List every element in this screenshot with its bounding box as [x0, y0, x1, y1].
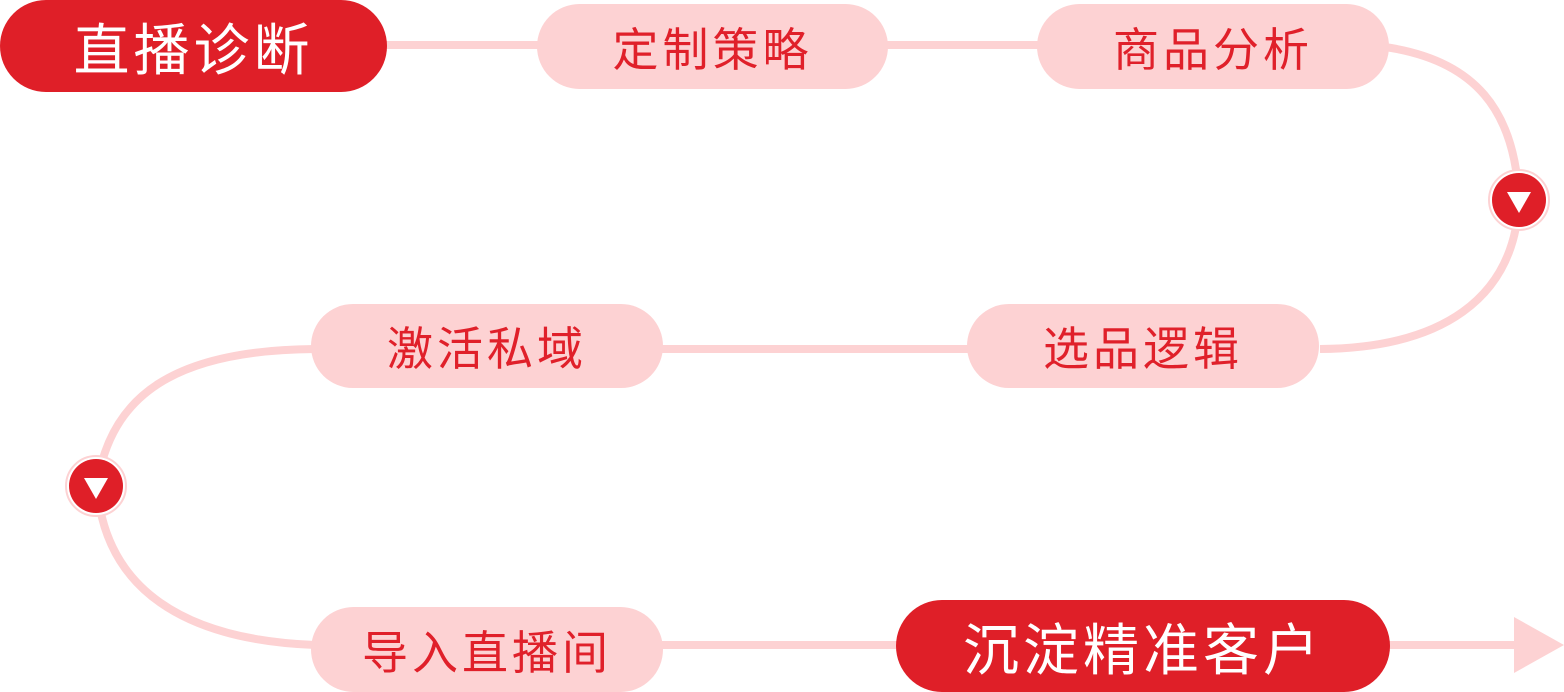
step-activate-private-domain: 激活私域 — [311, 304, 663, 388]
arrow-right-icon — [1514, 617, 1564, 673]
step-custom-strategy: 定制策略 — [537, 4, 888, 89]
triangle-down-icon — [65, 455, 127, 517]
step-live-diagnosis: 直播诊断 — [0, 0, 387, 92]
step-selection-logic: 选品逻辑 — [967, 304, 1319, 388]
step-precise-customers: 沉淀精准客户 — [896, 600, 1390, 692]
step-product-analysis: 商品分析 — [1037, 4, 1389, 89]
step-import-live-room: 导入直播间 — [311, 607, 663, 692]
connector-turn-left — [92, 345, 316, 649]
triangle-down-icon — [1488, 169, 1550, 231]
